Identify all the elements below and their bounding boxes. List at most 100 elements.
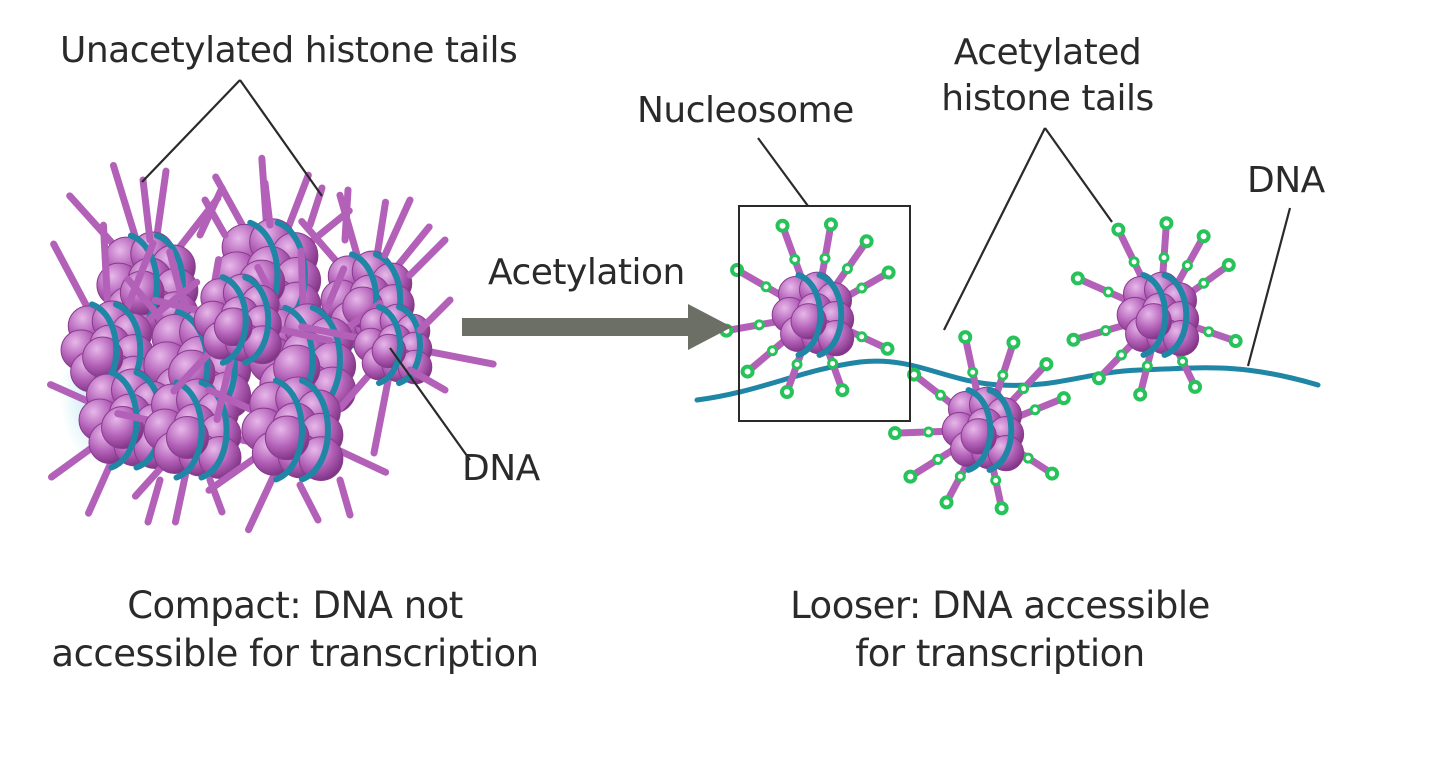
acetyl-group <box>791 358 803 370</box>
compact-caption: Compact: DNA not accessible for transcri… <box>51 584 539 675</box>
dna-left-leader <box>389 347 471 461</box>
acetylated-leader-a <box>943 127 1046 331</box>
acetyl-group <box>1158 252 1170 264</box>
acetyl-group <box>880 341 895 356</box>
dna-wrap <box>219 274 272 366</box>
acetyl-group <box>841 263 853 275</box>
acetyl-group <box>1228 334 1243 349</box>
compact-chromatin <box>47 154 497 534</box>
acetyl-group <box>1221 258 1236 273</box>
acetyl-group <box>859 234 874 249</box>
acetylation-label: Acetylation <box>488 252 685 293</box>
acetyl-group <box>1039 357 1054 372</box>
acetyl-group <box>939 495 954 510</box>
acetyl-group <box>1188 379 1203 394</box>
acetyl-group <box>856 282 868 294</box>
histone-tail <box>261 179 274 229</box>
acetyl-group <box>1056 391 1071 406</box>
histone-tail <box>416 296 454 334</box>
nucleosome-label: Nucleosome <box>637 90 854 131</box>
acetyl-group <box>753 319 765 331</box>
unacetylated-leader-a <box>141 79 241 183</box>
nucleosome-box <box>738 205 911 422</box>
acetylation-arrow <box>462 304 732 350</box>
histone-tail <box>341 186 352 244</box>
nucleosome <box>888 330 1071 516</box>
acetyl-group <box>730 263 745 277</box>
acetyl-group <box>1198 277 1210 289</box>
acetyl-group <box>934 389 946 401</box>
nucleosome <box>151 273 334 423</box>
acetyl-group <box>997 369 1009 381</box>
acetyl-group <box>1070 271 1085 286</box>
acetyl-group <box>1181 260 1193 272</box>
acetyl-group <box>1045 466 1060 481</box>
acetyl-group <box>954 470 966 482</box>
acetyl-group <box>827 357 839 369</box>
acetyl-group <box>823 217 838 232</box>
acetyl-group <box>1066 332 1081 347</box>
unacetylated-tails-label: Unacetylated histone tails <box>60 30 518 71</box>
dna-wrap <box>1140 272 1190 358</box>
acetyl-group <box>1100 325 1112 337</box>
acetyl-group <box>856 331 868 343</box>
dna-label-left: DNA <box>462 448 540 489</box>
histone-tail <box>144 476 164 526</box>
nucleosome-leader <box>757 137 809 207</box>
acetyl-group <box>1102 286 1114 298</box>
acetyl-group <box>779 385 794 400</box>
acetyl-group <box>775 218 790 233</box>
nucleosome <box>114 378 281 526</box>
histone-tail <box>406 236 449 279</box>
acetyl-group <box>967 366 979 378</box>
nucleosome <box>1066 216 1243 402</box>
acetyl-group <box>835 383 850 398</box>
nucleosome <box>719 217 896 400</box>
acetyl-group <box>1159 216 1174 231</box>
acetyl-group <box>1203 326 1215 338</box>
arrow-shaft <box>462 318 690 336</box>
histone-tail <box>201 196 229 239</box>
acetyl-group <box>1022 452 1034 464</box>
acetyl-group <box>1029 404 1041 416</box>
dna-wrap <box>795 272 845 358</box>
acetyl-group <box>922 426 934 438</box>
acetyl-group <box>1006 335 1021 350</box>
nucleosome <box>205 376 390 534</box>
nucleosome <box>298 303 497 457</box>
acetyl-group <box>888 426 903 441</box>
acetyl-group <box>789 254 801 266</box>
acetyl-group <box>819 252 831 264</box>
unacetylated-leader-b <box>239 79 323 197</box>
histone-tail <box>206 476 226 516</box>
acetylated-tails-label: Acetylated histone tails <box>941 32 1154 119</box>
looser-caption: Looser: DNA accessible for transcription <box>790 584 1210 675</box>
acetyl-group <box>1196 229 1211 244</box>
acetyl-group <box>1111 222 1126 237</box>
acetylated-leader-b <box>1044 127 1113 223</box>
acetyl-group <box>881 265 896 280</box>
histone-tail <box>336 476 354 519</box>
acetyl-group <box>766 345 778 357</box>
loose-chromatin <box>694 216 1321 516</box>
acetyl-group <box>1133 387 1148 402</box>
acetyl-group <box>1177 355 1189 367</box>
dna-label-right: DNA <box>1247 160 1325 201</box>
histone-octamer <box>241 376 344 481</box>
histone-tail <box>139 176 154 244</box>
leader-lines <box>141 79 1292 461</box>
acetyl-group <box>760 281 772 293</box>
dna-right-leader <box>1246 207 1292 367</box>
acetyl-group <box>1128 256 1140 268</box>
acetyl-group <box>903 469 918 484</box>
acetyl-group <box>994 501 1009 516</box>
dna-wrap <box>273 377 331 483</box>
acetyl-group <box>740 364 755 379</box>
histone-tail <box>296 481 322 524</box>
dna-wrap <box>965 387 1015 473</box>
arrow-head <box>688 304 732 350</box>
histone-tail <box>381 196 414 259</box>
dna-wrap <box>376 304 423 386</box>
